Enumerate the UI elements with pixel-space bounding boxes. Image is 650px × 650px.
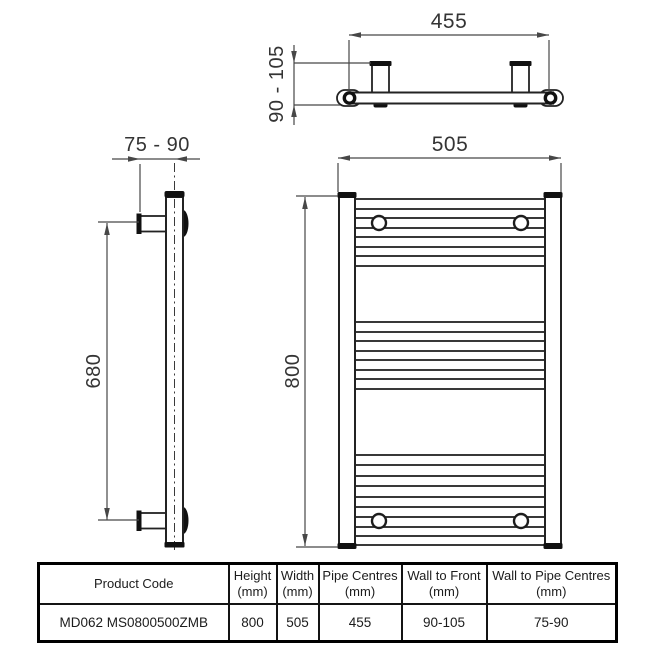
top-view-right-bracket-cap [509,61,532,66]
header-wall-to-pipe-centres: Wall to Pipe Centres (mm) [485,562,618,605]
side-view-top-wall-plate [136,213,142,234]
towel-bar [354,378,546,390]
header-unit: (mm) [282,584,313,599]
header-pipe-centres: Pipe Centres (mm) [317,562,403,605]
header-unit: (mm) [344,584,376,599]
dimension-wall-to-pipe-centres: 75 - 90 [112,134,200,212]
spec-table-header-row: Product Code Height (mm) Width (mm) Pipe… [37,562,618,605]
header-title: Height [233,568,272,584]
side-view [136,163,189,551]
towel-bar [354,236,546,248]
header-unit: (mm) [428,584,460,599]
side-view-top-bracket [138,215,168,233]
top-view-right-bracket [511,63,530,95]
dimension-height: 800 [282,195,338,548]
dimension-drawing: 455 90 - 105 [83,10,564,551]
dimension-bracket-centres: 680 [83,221,139,521]
front-view-left-top-cap [337,192,357,198]
side-view-top-cap [164,191,185,198]
header-width: Width (mm) [275,562,320,605]
top-view-left-pipe-circle [342,91,357,105]
dimension-wall-to-front: 90 - 105 [266,45,371,125]
spec-table-data-row: MD062 MS0800500ZMB 800 505 455 90-105 75… [37,603,618,643]
header-unit: (mm) [237,584,268,599]
header-title: Wall to Front [407,568,481,584]
front-view-right-top-cap [543,192,563,198]
towel-bar [354,454,546,466]
header-wall-to-front: Wall to Front (mm) [400,562,488,605]
cell-width: 505 [275,603,320,643]
height-label: 800 [282,354,304,389]
mounting-circle [512,512,530,530]
mounting-circle [512,214,530,232]
front-view [337,192,563,549]
bracket-centres-label: 680 [83,354,105,389]
mounting-circle [370,214,388,232]
towel-bar [354,535,546,546]
cell-pipe-centres: 455 [317,603,403,643]
wall-to-pipe-centres-label: 75 - 90 [124,134,190,156]
header-title: Product Code [94,576,174,592]
towel-bar [354,340,546,352]
header-title: Width [280,568,315,584]
header-title: Wall to Pipe Centres [492,568,611,584]
front-view-left-bottom-cap [337,543,357,549]
header-product-code: Product Code [37,562,230,605]
front-view-left-rail [338,196,356,545]
towel-bar [354,321,546,333]
dimension-pipe-centres: 455 [348,10,550,92]
pipe-centres-label: 455 [431,10,468,33]
towel-bar [354,496,546,508]
cell-wall-to-pipe-centres: 75-90 [485,603,618,643]
header-title: Pipe Centres [322,568,398,584]
side-view-bottom-wall-plate [136,510,142,531]
top-view-left-bracket-cap [369,61,392,66]
spec-table: Product Code Height (mm) Width (mm) Pipe… [37,562,618,643]
cell-height: 800 [227,603,278,643]
mounting-circle [370,512,388,530]
top-view [336,61,564,108]
header-unit: (mm) [536,584,567,599]
front-view-right-rail [544,196,562,545]
towel-bar [354,198,546,210]
wall-to-front-label: 90 - 105 [266,45,288,122]
top-view-left-bracket [371,63,390,95]
width-label: 505 [432,133,469,156]
header-height: Height (mm) [227,562,278,605]
towel-bar [354,359,546,371]
side-view-bottom-cap [164,542,185,548]
towel-bar [354,255,546,267]
towel-bar [354,475,546,487]
dimension-width: 505 [337,133,562,192]
top-view-right-pipe-circle [543,91,558,105]
front-view-right-bottom-cap [543,543,563,549]
side-view-bottom-bracket [138,512,168,530]
cell-wall-to-front: 90-105 [400,603,488,643]
cell-product-code: MD062 MS0800500ZMB [37,603,230,643]
top-view-bar [347,91,554,105]
